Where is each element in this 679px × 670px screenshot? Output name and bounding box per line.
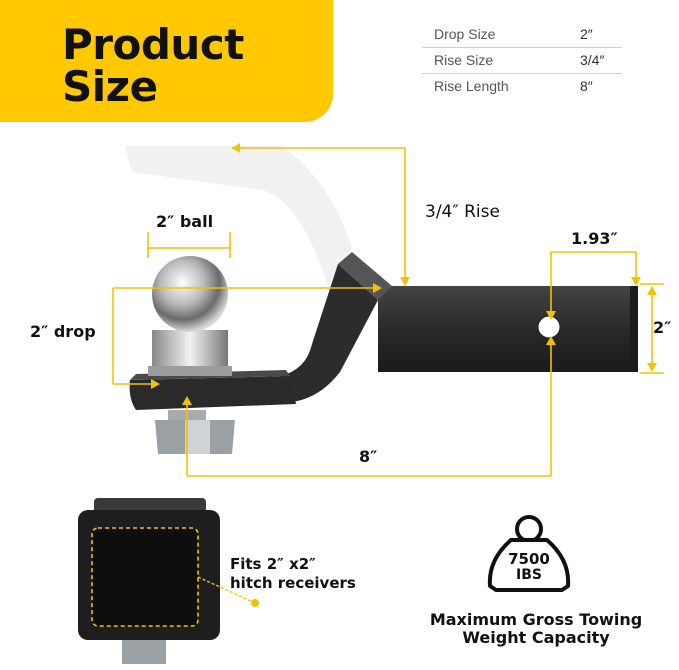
title-line-2: Size <box>62 62 158 111</box>
receiver-front-view <box>78 498 256 664</box>
capacity-line-2: Weight Capacity <box>462 628 610 647</box>
tube-label: 2″ <box>653 318 672 337</box>
title-banner: Product Size <box>0 0 333 122</box>
offset-label: 1.93″ <box>571 229 618 248</box>
ball-label: 2″ ball <box>156 212 214 231</box>
length-label: 8″ <box>359 447 378 466</box>
ball-platform <box>129 376 296 410</box>
weight-value: 7500 <box>508 550 550 568</box>
rise-ghost-shape <box>125 146 352 286</box>
spec-row-length: Rise Length 8″ <box>422 74 622 99</box>
receiver-leader-line <box>197 576 256 604</box>
capacity-line-1: Maximum Gross Towing <box>429 610 643 629</box>
spec-label: Rise Length <box>434 78 509 94</box>
weight-unit: IBS <box>516 567 542 583</box>
title-line-1: Product <box>62 20 244 69</box>
spec-label: Drop Size <box>434 26 496 42</box>
dimension-arrows <box>151 143 657 607</box>
spec-row-drop: Drop Size 2″ <box>422 22 622 48</box>
spec-value: 8″ <box>580 78 593 94</box>
rise-label: 3/4″ Rise <box>425 202 500 222</box>
pin-hole <box>537 315 561 339</box>
hitch-ball <box>152 256 228 332</box>
spec-table: Drop Size 2″ Rise Size 3/4″ Rise Length … <box>422 22 622 99</box>
receiver-fit-line-2: hitch receivers <box>230 574 356 592</box>
spec-value: 2″ <box>580 26 593 42</box>
weight-icon <box>487 515 571 592</box>
drop-label: 2″ drop <box>30 322 96 341</box>
spec-label: Rise Size <box>434 52 494 68</box>
spec-value: 3/4″ <box>580 52 605 68</box>
riser-body <box>280 264 378 402</box>
dimension-lines <box>112 147 664 477</box>
spec-row-rise: Rise Size 3/4″ <box>422 48 622 74</box>
receiver-tube <box>378 286 636 372</box>
receiver-fit-line-1: Fits 2″ x2″ <box>230 555 316 573</box>
